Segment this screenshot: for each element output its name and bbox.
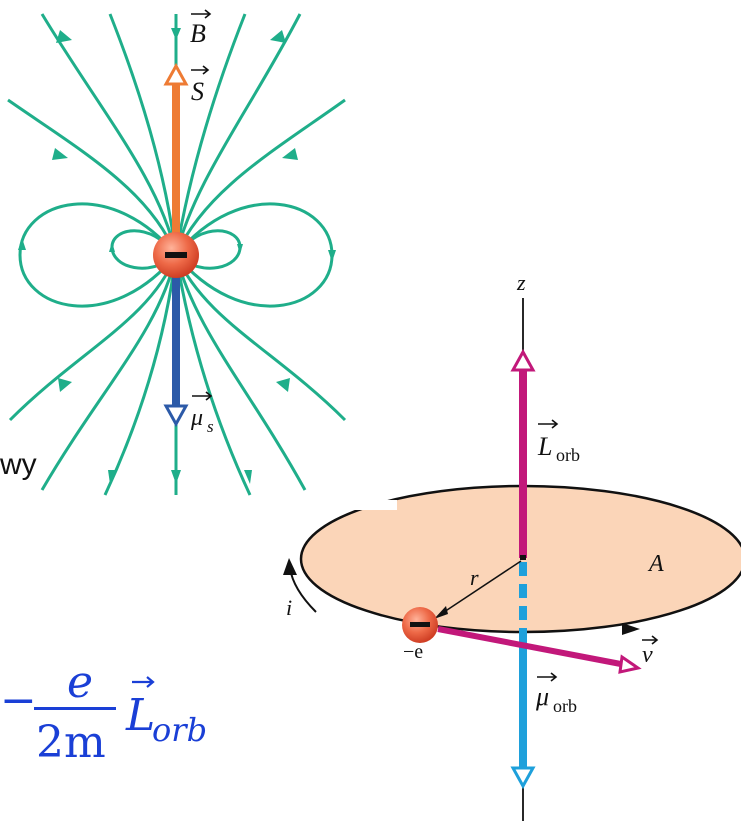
label-velocity: v <box>642 635 659 668</box>
svg-text:L: L <box>537 432 552 461</box>
svg-text:μ: μ <box>190 405 203 431</box>
svg-text:orb: orb <box>556 445 580 465</box>
field-arrow <box>108 470 116 484</box>
field-arrow <box>270 30 286 43</box>
label-mu-orb: μ orb <box>535 672 577 716</box>
orbital-diagram: z L orb μ orb <box>283 270 741 821</box>
formula-vector-sub: orb <box>152 711 207 749</box>
current-arrow <box>283 558 317 613</box>
orbital-moment-arrowhead <box>510 766 536 790</box>
minus-sign-icon <box>410 622 430 627</box>
spin-dipole-diagram: B S μ s <box>7 9 347 496</box>
field-arrow <box>56 30 72 43</box>
label-current: i <box>286 595 292 620</box>
field-loop-left-outer <box>18 202 178 308</box>
label-radius: r <box>470 565 479 590</box>
field-arrow <box>171 28 181 40</box>
svg-text:B: B <box>190 19 206 48</box>
orbit-electron <box>402 607 438 643</box>
field-arrow <box>52 148 68 160</box>
orbital-moment-vector <box>510 630 536 790</box>
svg-text:S: S <box>191 77 204 106</box>
svg-text:μ: μ <box>535 682 549 711</box>
field-arrow <box>18 238 26 250</box>
velocity-arrowhead <box>618 654 642 674</box>
formula-numerator: e <box>67 657 93 708</box>
svg-text:s: s <box>207 417 214 436</box>
label-area: A <box>647 551 664 577</box>
orbit-direction-arrow <box>622 623 640 635</box>
angular-momentum-vector <box>510 348 536 558</box>
spin-arrowhead <box>163 62 189 86</box>
field-arrow <box>58 378 72 392</box>
formula-vector: L <box>125 690 155 741</box>
moment-arrowhead <box>163 404 189 428</box>
field-arrow <box>237 244 243 254</box>
field-line-fan-right-2 <box>174 98 347 422</box>
field-arrow <box>171 470 181 484</box>
field-arrow <box>282 148 298 160</box>
label-charge: −e <box>403 641 423 663</box>
spin-moment-vector <box>163 270 189 428</box>
svg-text:orb: orb <box>553 696 577 716</box>
angular-arrowhead <box>510 348 536 372</box>
label-L-orb: L orb <box>537 419 580 465</box>
field-arrow <box>276 378 290 392</box>
formula-minus: − <box>0 675 37 726</box>
field-arrowheads <box>18 28 336 484</box>
velocity-vector <box>437 626 642 674</box>
field-arrow <box>328 250 336 262</box>
formula: − e 2m L orb <box>0 657 207 768</box>
formula-denominator: 2m <box>36 717 106 768</box>
formula-vector-arrow <box>132 676 155 688</box>
field-arrow <box>109 242 115 252</box>
spin-electron <box>153 232 199 278</box>
disk-edge-gap <box>325 500 397 510</box>
label-spin-S: S <box>191 65 210 106</box>
svg-text:v: v <box>642 642 653 668</box>
spin-vector <box>163 62 189 242</box>
formula-fraction-bar <box>34 707 116 710</box>
label-field-B: B <box>190 9 212 48</box>
label-z-axis: z <box>516 270 526 295</box>
radius-line <box>434 555 526 619</box>
label-moment-mu-s: μ s <box>190 391 214 436</box>
minus-sign-icon <box>165 252 187 258</box>
field-arrow <box>244 470 252 484</box>
partial-text: wy <box>0 448 37 481</box>
